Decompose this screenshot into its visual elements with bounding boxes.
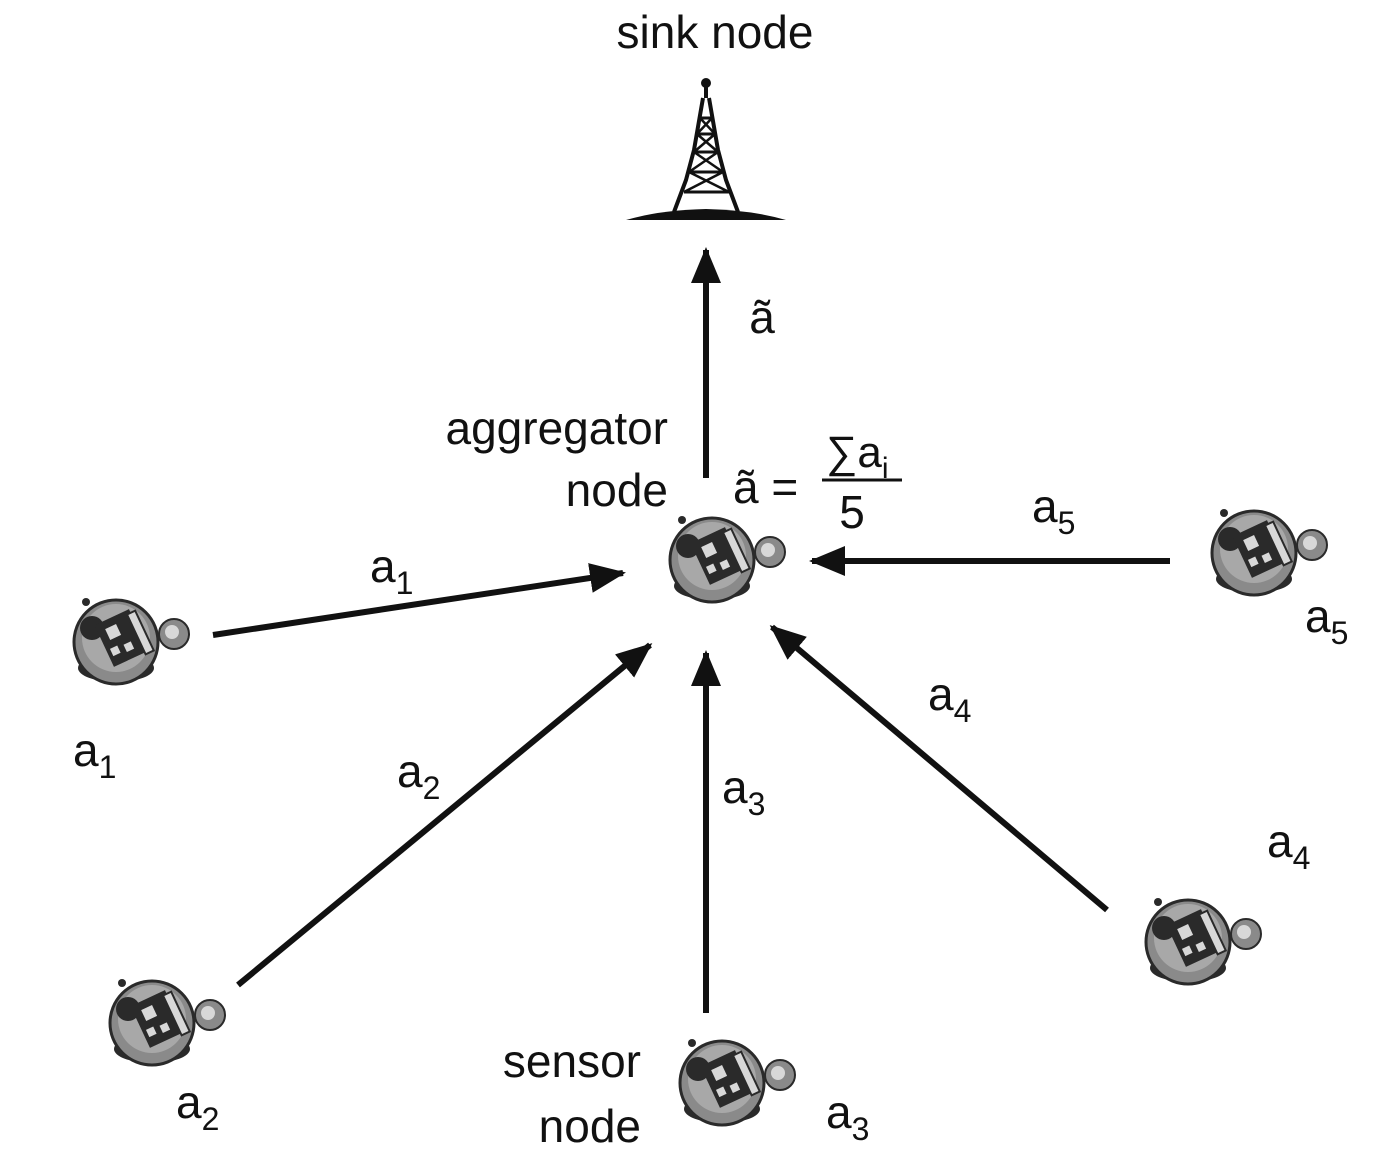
node-label-a5: a5 (1305, 590, 1348, 651)
sink-node-label: sink node (617, 6, 814, 58)
average-formula: ã = ∑ai 5 (733, 428, 902, 538)
radio-tower-icon (626, 78, 786, 220)
formula-lhs: ã = (733, 461, 798, 513)
uplink-label: ã (749, 291, 775, 343)
arrow-sensor2-to-aggregator (236, 642, 653, 988)
sensor-mote-icon-3 (678, 1039, 796, 1127)
node-label-a2: a2 (176, 1076, 219, 1137)
sensor-mote-icon-1 (72, 598, 190, 686)
aggregator-label-line2: node (566, 464, 668, 516)
aggregator-label-line1: aggregator (446, 402, 669, 454)
node-label-a3: a3 (826, 1086, 869, 1147)
arrow-sensor1-to-aggregator (212, 563, 626, 638)
node-label-a4: a4 (1267, 815, 1310, 876)
aggregator-mote-icon (668, 516, 786, 604)
arrow-label-a1: a1 (370, 540, 413, 601)
sensor-mote-icon-2 (108, 979, 226, 1067)
sensor-mote-icon-4 (1144, 898, 1262, 986)
formula-denominator: 5 (839, 486, 865, 538)
arrow-label-a3: a3 (722, 761, 765, 822)
sensor-mote-icon-5 (1210, 509, 1328, 597)
arrow-sensor4-to-aggregator (769, 624, 1109, 913)
sensor-node-label-line1: sensor (503, 1035, 641, 1087)
arrow-label-a5: a5 (1032, 480, 1075, 541)
arrow-label-a4: a4 (928, 668, 971, 729)
arrow-label-a2: a2 (397, 745, 440, 806)
formula-numerator: ∑ai (826, 428, 889, 485)
node-label-a1: a1 (73, 724, 116, 785)
sensor-node-label-line2: node (539, 1100, 641, 1152)
